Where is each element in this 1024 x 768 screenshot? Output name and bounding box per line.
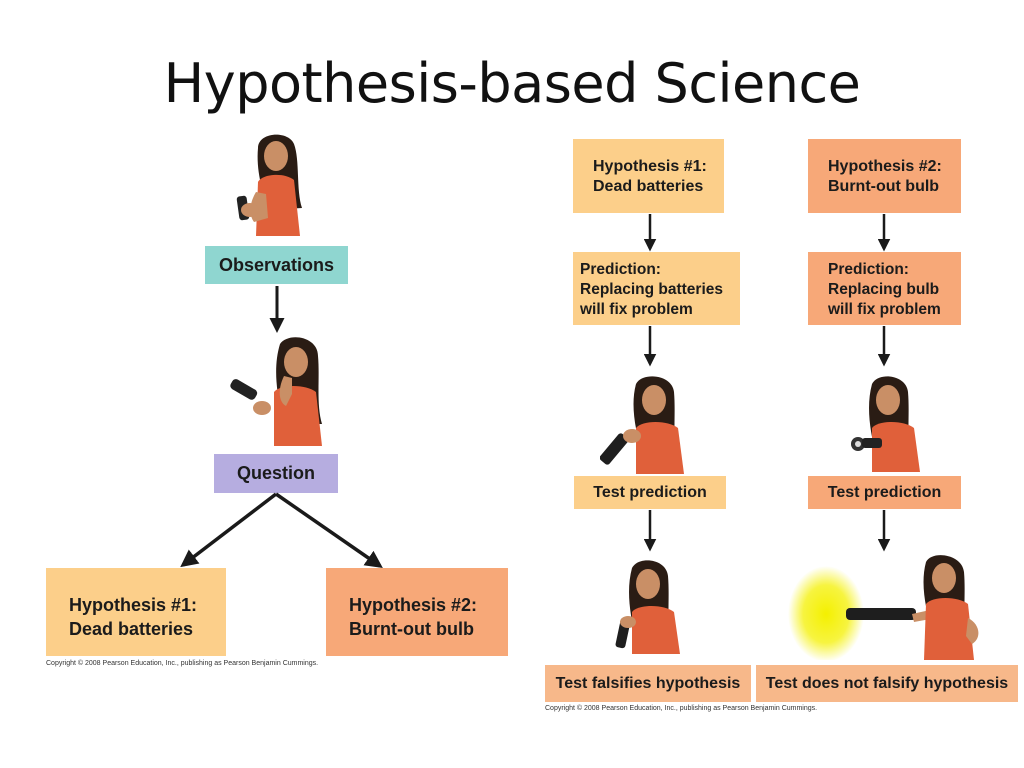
left-hypothesis2-line2: Burnt-out bulb <box>349 619 474 639</box>
observations-box: Observations <box>205 246 348 284</box>
col2-prediction-box: Prediction: Replacing bulb will fix prob… <box>808 252 961 325</box>
left-copyright: Copyright © 2008 Pearson Education, Inc.… <box>46 660 319 667</box>
right-copyright: Copyright © 2008 Pearson Education, Inc.… <box>545 705 818 712</box>
woman-flashlight-works-figure <box>788 555 979 660</box>
woman-holding-flashlight-figure <box>236 134 302 236</box>
col2-prediction-line3: will fix problem <box>828 301 941 318</box>
col1-prediction-line3: will fix problem <box>580 301 693 318</box>
col1-test-label: Test prediction <box>593 483 707 501</box>
left-hypothesis1-line1: Hypothesis #1: <box>69 595 198 615</box>
woman-thinking-figure <box>230 337 322 446</box>
left-hypothesis2-box: Hypothesis #2: Burnt-out bulb <box>326 568 508 656</box>
left-hypothesis1-box: Hypothesis #1: Dead batteries <box>46 568 226 656</box>
col2-prediction-line2: Replacing bulb <box>828 281 940 298</box>
col2-hypothesis-line1: Hypothesis #2: <box>828 158 942 175</box>
col1-prediction-box: Prediction: Replacing batteries will fix… <box>573 252 740 325</box>
col1-result-label: Test falsifies hypothesis <box>555 674 741 692</box>
col2-test-label: Test prediction <box>827 483 942 501</box>
observations-label: Observations <box>218 254 335 275</box>
col1-prediction-line1: Prediction: <box>580 261 661 278</box>
col1-hypothesis-line1: Hypothesis #1: <box>593 158 707 175</box>
col1-prediction-line2: Replacing batteries <box>580 281 723 298</box>
woman-replacing-batteries-figure <box>600 376 684 474</box>
col2-prediction-line1: Prediction: <box>828 261 909 278</box>
woman-replacing-bulb-figure <box>851 376 920 472</box>
slide-title: Hypothesis-based Science <box>163 52 861 115</box>
col1-hypothesis-box: Hypothesis #1: Dead batteries <box>573 139 724 213</box>
col1-test-box: Test prediction <box>574 476 726 509</box>
col2-hypothesis-line2: Burnt-out bulb <box>828 178 940 195</box>
arrow-question-to-hypothesis1 <box>180 492 278 568</box>
col2-hypothesis-box: Hypothesis #2: Burnt-out bulb <box>808 139 961 213</box>
question-label: Question <box>236 463 315 483</box>
col2-result-box: Test does not falsify hypothesis <box>756 665 1018 702</box>
left-hypothesis2-line1: Hypothesis #2: <box>349 595 478 615</box>
question-box: Question <box>214 454 338 493</box>
col2-test-box: Test prediction <box>808 476 961 509</box>
col2-result-label: Test does not falsify hypothesis <box>765 674 1009 692</box>
arrow-question-to-hypothesis2 <box>275 492 383 568</box>
col1-hypothesis-line2: Dead batteries <box>593 178 704 195</box>
left-hypothesis1-line2: Dead batteries <box>69 619 194 639</box>
col1-result-box: Test falsifies hypothesis <box>545 665 751 702</box>
woman-flashlight-fails-figure <box>615 560 680 654</box>
